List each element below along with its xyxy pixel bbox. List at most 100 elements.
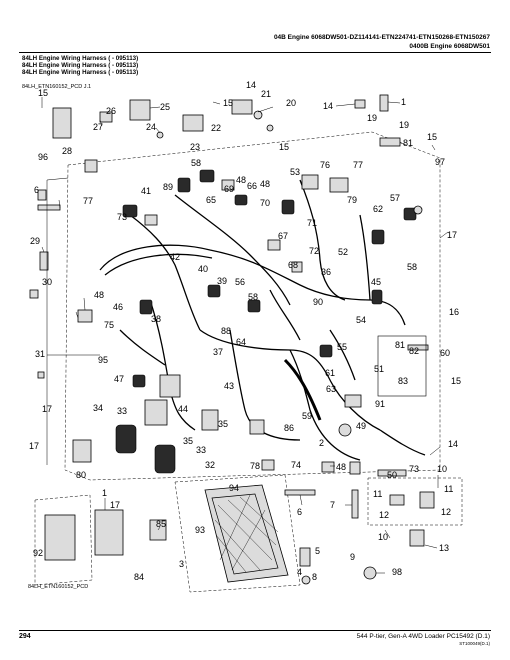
callout-10: 10 <box>437 464 447 474</box>
callout-77: 77 <box>353 160 363 170</box>
callout-48: 48 <box>94 290 104 300</box>
callout-22: 22 <box>211 123 221 133</box>
callout-40: 40 <box>198 264 208 274</box>
callout-15: 15 <box>223 98 233 108</box>
callout-93: 93 <box>195 525 205 535</box>
callout-3: 3 <box>179 559 184 569</box>
callout-58: 58 <box>191 158 201 168</box>
callout-13: 13 <box>439 543 449 553</box>
callout-90: 90 <box>313 297 323 307</box>
page-number: 294 <box>19 633 31 640</box>
callout-76: 76 <box>320 160 330 170</box>
callout-94: 94 <box>229 483 239 493</box>
footer-title: 544 P-tier, Gen-A 4WD Loader PC15492 (D.… <box>356 633 490 640</box>
callout-15: 15 <box>279 142 289 152</box>
callout-73: 73 <box>409 464 419 474</box>
callout-59: 59 <box>302 411 312 421</box>
callout-92: 92 <box>33 548 43 558</box>
callout-96: 96 <box>38 152 48 162</box>
callout-50: 50 <box>387 470 397 480</box>
callout-48: 48 <box>236 175 246 185</box>
callout-67: 67 <box>278 231 288 241</box>
callout-12: 12 <box>441 507 451 517</box>
callout-39: 39 <box>217 276 227 286</box>
callout-19: 19 <box>399 120 409 130</box>
callout-17: 17 <box>29 441 39 451</box>
callout-47: 47 <box>114 374 124 384</box>
callout-61: 61 <box>325 368 335 378</box>
callout-31: 31 <box>35 349 45 359</box>
callout-81: 81 <box>403 138 413 148</box>
callout-7: 7 <box>330 500 335 510</box>
callout-73: 73 <box>117 212 127 222</box>
callout-46: 46 <box>113 302 123 312</box>
callout-12: 12 <box>379 510 389 520</box>
callout-80: 80 <box>76 470 86 480</box>
callout-11: 11 <box>373 489 382 499</box>
callout-64: 64 <box>236 337 246 347</box>
connector-parts <box>29 94 435 585</box>
callout-95: 95 <box>98 355 108 365</box>
header-rule <box>19 52 491 53</box>
callout-9: 9 <box>350 552 355 562</box>
callout-30: 30 <box>42 277 52 287</box>
callout-63: 63 <box>326 384 336 394</box>
callout-68: 68 <box>288 260 298 270</box>
callout-4: 4 <box>297 567 302 577</box>
callout-98: 98 <box>392 567 402 577</box>
callout-29: 29 <box>30 236 40 246</box>
callout-79: 79 <box>347 195 357 205</box>
callout-16: 16 <box>449 307 459 317</box>
callout-44: 44 <box>178 404 188 414</box>
callout-labels: 15 26 25 14 21 15 20 14 1 27 24 22 19 19… <box>29 80 461 582</box>
callout-86: 86 <box>284 423 294 433</box>
dashed-outlines <box>34 131 463 593</box>
footer-code: ST100049(D.1) <box>459 641 490 646</box>
callout-5: 5 <box>315 546 320 556</box>
callout-65: 65 <box>206 195 216 205</box>
callout-51: 51 <box>374 364 384 374</box>
harness-title-1: 84LH Engine Wiring Harness ( - 095113) <box>22 55 139 62</box>
callout-75: 75 <box>104 320 114 330</box>
callout-77: 77 <box>83 196 93 206</box>
callout-27: 27 <box>93 122 103 132</box>
callout-74: 74 <box>291 460 301 470</box>
header-model-line: 04B Engine 6068DW501-DZ114141-ETN224741-… <box>273 34 490 41</box>
callout-36: 36 <box>321 267 331 277</box>
callout-58: 58 <box>407 262 417 272</box>
callout-25: 25 <box>160 102 170 112</box>
callout-53: 53 <box>290 167 300 177</box>
callout-1: 1 <box>102 488 107 498</box>
callout-24: 24 <box>146 122 156 132</box>
detail-box <box>377 335 427 397</box>
callout-23: 23 <box>190 142 200 152</box>
callout-55: 55 <box>337 342 347 352</box>
callout-89: 89 <box>163 182 173 192</box>
callout-21: 21 <box>261 89 271 99</box>
callout-37: 37 <box>213 347 223 357</box>
callout-62: 62 <box>373 204 383 214</box>
callout-19: 19 <box>367 113 377 123</box>
callout-49: 49 <box>356 421 366 431</box>
callout-35: 35 <box>218 419 228 429</box>
callout-60: 60 <box>440 348 450 358</box>
callout-10: 10 <box>378 532 388 542</box>
callout-15: 15 <box>427 132 437 142</box>
callout-43: 43 <box>224 381 234 391</box>
harness-title-2: 84LH Engine Wiring Harness ( - 095113) <box>22 62 139 69</box>
callout-28: 28 <box>62 146 72 156</box>
callout-20: 20 <box>286 98 296 108</box>
callout-71: 71 <box>307 218 317 228</box>
callout-45: 45 <box>371 277 381 287</box>
harness-title-3: 84LH Engine Wiring Harness ( - 095113) <box>22 69 139 76</box>
fan-shroud <box>204 484 289 583</box>
figure-id: 84LH_ETN160152_PCD J.1 <box>22 84 92 90</box>
callout-66: 66 <box>247 181 257 191</box>
footer-rule <box>19 630 491 631</box>
callout-15: 15 <box>38 88 48 98</box>
callout-14: 14 <box>246 80 256 90</box>
callout-33: 33 <box>117 406 127 416</box>
callout-17: 17 <box>110 500 120 510</box>
callout-38: 38 <box>151 314 161 324</box>
